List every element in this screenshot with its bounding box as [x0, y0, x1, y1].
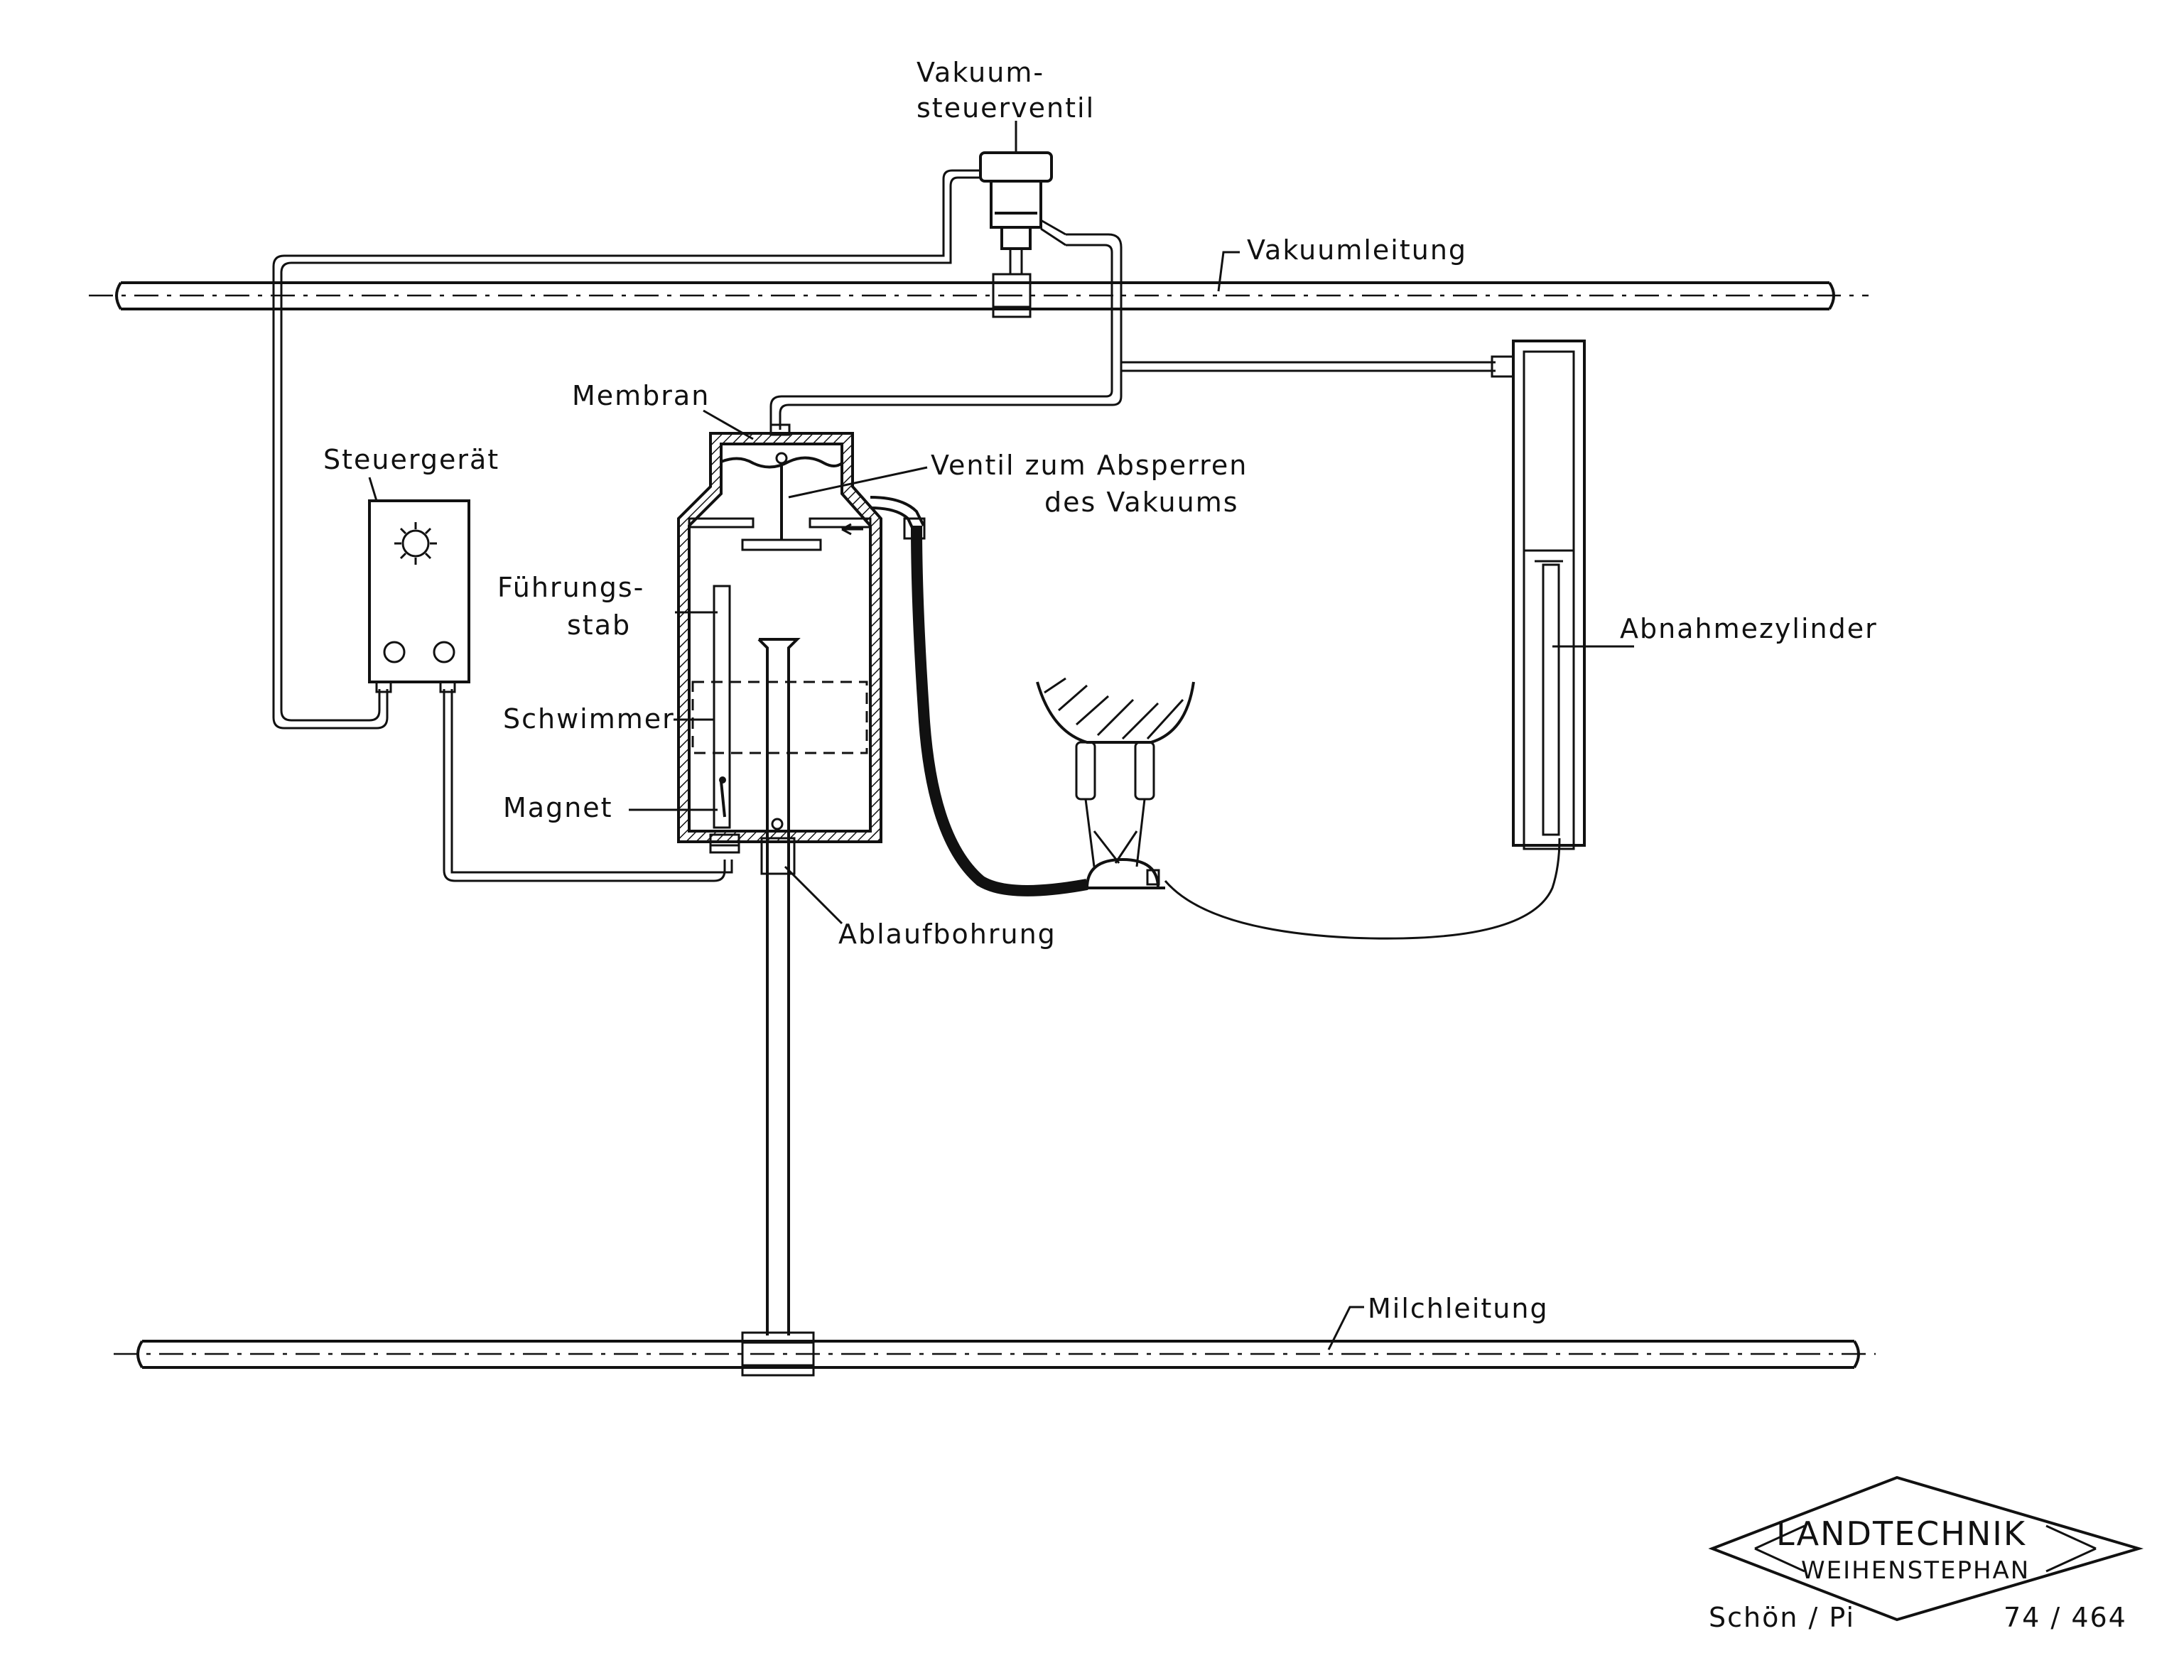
label-ablaufbohrung: Ablaufbohrung	[838, 918, 1056, 950]
label-fuehrungsstab-2: stab	[567, 609, 631, 641]
label-vakuumsteuerventil-1: Vakuum-	[917, 57, 1044, 88]
label-vakuumleitung: Vakuumleitung	[1247, 234, 1467, 266]
label-ventil-2: des Vakuums	[1044, 487, 1239, 518]
label-vakuumsteuerventil-2: steuerventil	[917, 92, 1095, 124]
milk-pipe	[114, 1331, 1876, 1377]
landtechnik-logo: LANDTECHNIK WEIHENSTEPHAN Schön / Pi 74 …	[1708, 1475, 2144, 1633]
vacuum-control-valve	[979, 135, 1066, 274]
milking-claw	[1036, 677, 1195, 889]
milk-tank	[677, 423, 926, 1335]
logo-line2: WEIHENSTEPHAN	[1801, 1556, 2030, 1585]
tubes	[272, 169, 1561, 940]
label-schwimmer: Schwimmer	[503, 703, 675, 735]
logo-line1: LANDTECHNIK	[1776, 1514, 2026, 1553]
label-milchleitung: Milchleitung	[1368, 1293, 1549, 1324]
label-ventil-1: Ventil zum Absperren	[931, 450, 1248, 481]
label-steuergeraet: Steuergerät	[323, 444, 499, 475]
leader-lines	[368, 121, 1634, 1350]
vacuum-pipe	[89, 273, 1869, 318]
removal-cylinder	[1512, 340, 1586, 850]
label-abnahmezylinder: Abnahmezylinder	[1620, 613, 1878, 644]
control-unit	[368, 499, 470, 693]
footer-number: 74 / 464	[2004, 1602, 2127, 1633]
label-membran: Membran	[572, 380, 710, 411]
label-fuehrungsstab-1: Führungs-	[497, 572, 644, 603]
labels: Vakuum- steuerventil Vakuumleitung Membr…	[323, 57, 1878, 1324]
footer-author: Schön / Pi	[1709, 1602, 1855, 1633]
label-magnet: Magnet	[503, 792, 613, 823]
